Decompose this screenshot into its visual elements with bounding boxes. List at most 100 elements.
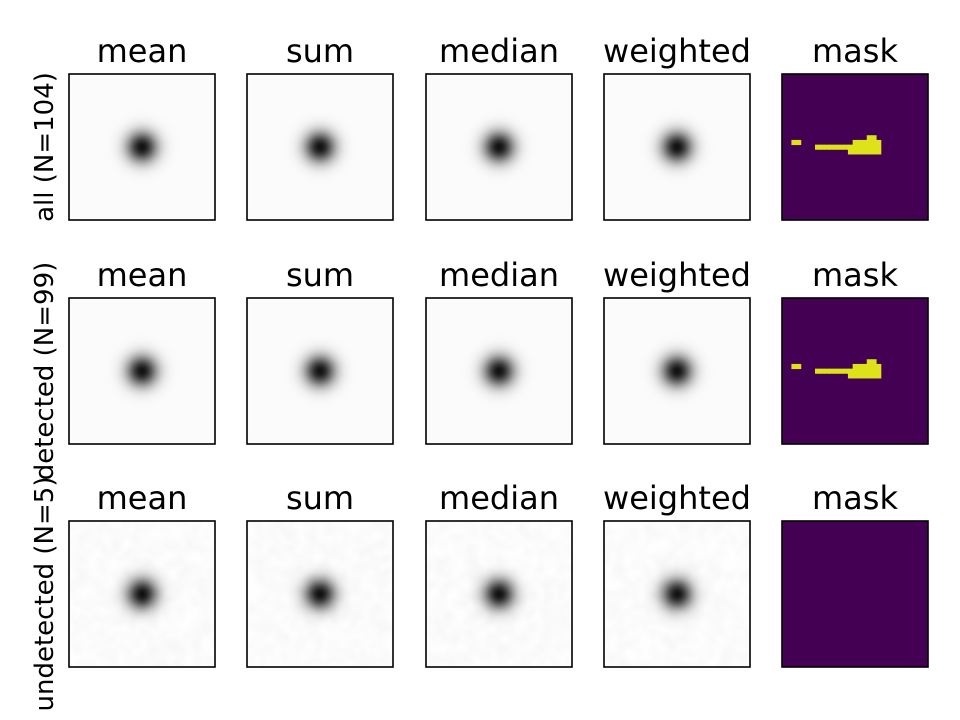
mask-pixel (862, 373, 868, 379)
mask-pixel (876, 373, 882, 379)
panel-frame (781, 520, 929, 668)
mask-pixel (829, 144, 835, 150)
panel-frame (603, 73, 751, 221)
panel-frame (603, 520, 751, 668)
mask-pixel (829, 368, 835, 374)
mask-pixel (796, 139, 802, 146)
panel-frame (68, 73, 216, 221)
panel-frame (246, 297, 394, 445)
mask-pixel (866, 373, 872, 379)
panel-frame (781, 73, 929, 221)
psf-image-median (426, 74, 572, 220)
mask-pixel (857, 144, 863, 150)
panel-title-mask: mask (812, 32, 898, 70)
panel-frame (246, 520, 394, 668)
mask-pixel (871, 359, 877, 365)
panel-title-mean: mean (97, 256, 188, 294)
panel-title-weighted: weighted (603, 256, 751, 294)
mask-pixel (866, 368, 872, 374)
psf-image-weighted (604, 521, 750, 667)
psf-image-mean (69, 74, 215, 220)
mask-pixel (819, 368, 825, 374)
panel-frame (246, 73, 394, 221)
panel-frame (425, 297, 573, 445)
mask-pixel (847, 144, 854, 150)
mask-pixel (862, 144, 868, 150)
mask-pixel (871, 373, 877, 379)
mask-pixel (866, 149, 872, 155)
panel-frame (68, 520, 216, 668)
mask-pixel (824, 144, 830, 150)
panel-title-median: median (439, 256, 559, 294)
mask-pixel (857, 373, 863, 379)
mask-pixel (843, 144, 849, 150)
panel-title-median: median (439, 479, 559, 517)
mask-pixel (796, 363, 802, 370)
mask-pixel (843, 368, 849, 374)
panel-title-mean: mean (97, 479, 188, 517)
mask-pixel (862, 149, 868, 155)
psf-image-weighted (604, 298, 750, 444)
mask-pixel (862, 363, 868, 370)
panel-title-sum: sum (286, 479, 354, 517)
panel-title-sum: sum (286, 256, 354, 294)
mask-background (782, 521, 928, 667)
psf-image-median (426, 521, 572, 667)
mask-pixel (862, 368, 868, 374)
mask-pixel (871, 368, 877, 374)
mask-pixel (866, 135, 872, 141)
mask-pixel (819, 144, 825, 150)
panel-frame (781, 297, 929, 445)
mask-pixel (833, 368, 839, 374)
panel-title-mean: mean (97, 32, 188, 70)
mask-pixel (876, 363, 882, 370)
panel-title-median: median (439, 32, 559, 70)
mask-pixel (871, 144, 877, 150)
mask-pixel (866, 363, 872, 370)
panel-title-mask: mask (812, 256, 898, 294)
mask-pixel (876, 149, 882, 155)
panel-title-sum: sum (286, 32, 354, 70)
psf-image-mean (69, 521, 215, 667)
row-label: detected (N=99) (30, 262, 60, 481)
mask-pixel (847, 368, 854, 374)
mask-pixel (852, 149, 858, 155)
panel-title-mask: mask (812, 479, 898, 517)
mask-pixel (814, 144, 821, 150)
mask-pixel (866, 359, 872, 365)
psf-image-sum (247, 74, 393, 220)
mask-pixel (866, 144, 872, 150)
psf-image-sum (247, 298, 393, 444)
mask-pixel (871, 139, 877, 146)
mask-pixel (847, 373, 854, 379)
mask-pixel (847, 149, 854, 155)
mask-pixel (871, 135, 877, 141)
mask-pixel (857, 363, 863, 370)
panel-frame (425, 73, 573, 221)
psf-image-mean (69, 298, 215, 444)
mask-pixel (852, 368, 858, 374)
mask-pixel (866, 139, 872, 146)
psf-image-median (426, 298, 572, 444)
mask-pixel (862, 139, 868, 146)
panel-title-weighted: weighted (603, 32, 751, 70)
row-label: all (N=104) (30, 72, 60, 222)
mask-pixel (791, 363, 797, 370)
psf-image-sum (247, 521, 393, 667)
mask-pixel (876, 139, 882, 146)
mask-pixel (871, 149, 877, 155)
panel-frame (603, 297, 751, 445)
panel-frame (68, 297, 216, 445)
mask-pixel (791, 139, 797, 146)
mask-pixel (852, 139, 858, 146)
mask-pixel (814, 368, 821, 374)
mask-pixel (876, 144, 882, 150)
mask-pixel (876, 368, 882, 374)
mask-pixel (857, 149, 863, 155)
mask-pixel (824, 368, 830, 374)
mask-pixel (857, 139, 863, 146)
panel-title-weighted: weighted (603, 479, 751, 517)
mask-pixel (871, 363, 877, 370)
panel-frame (425, 520, 573, 668)
